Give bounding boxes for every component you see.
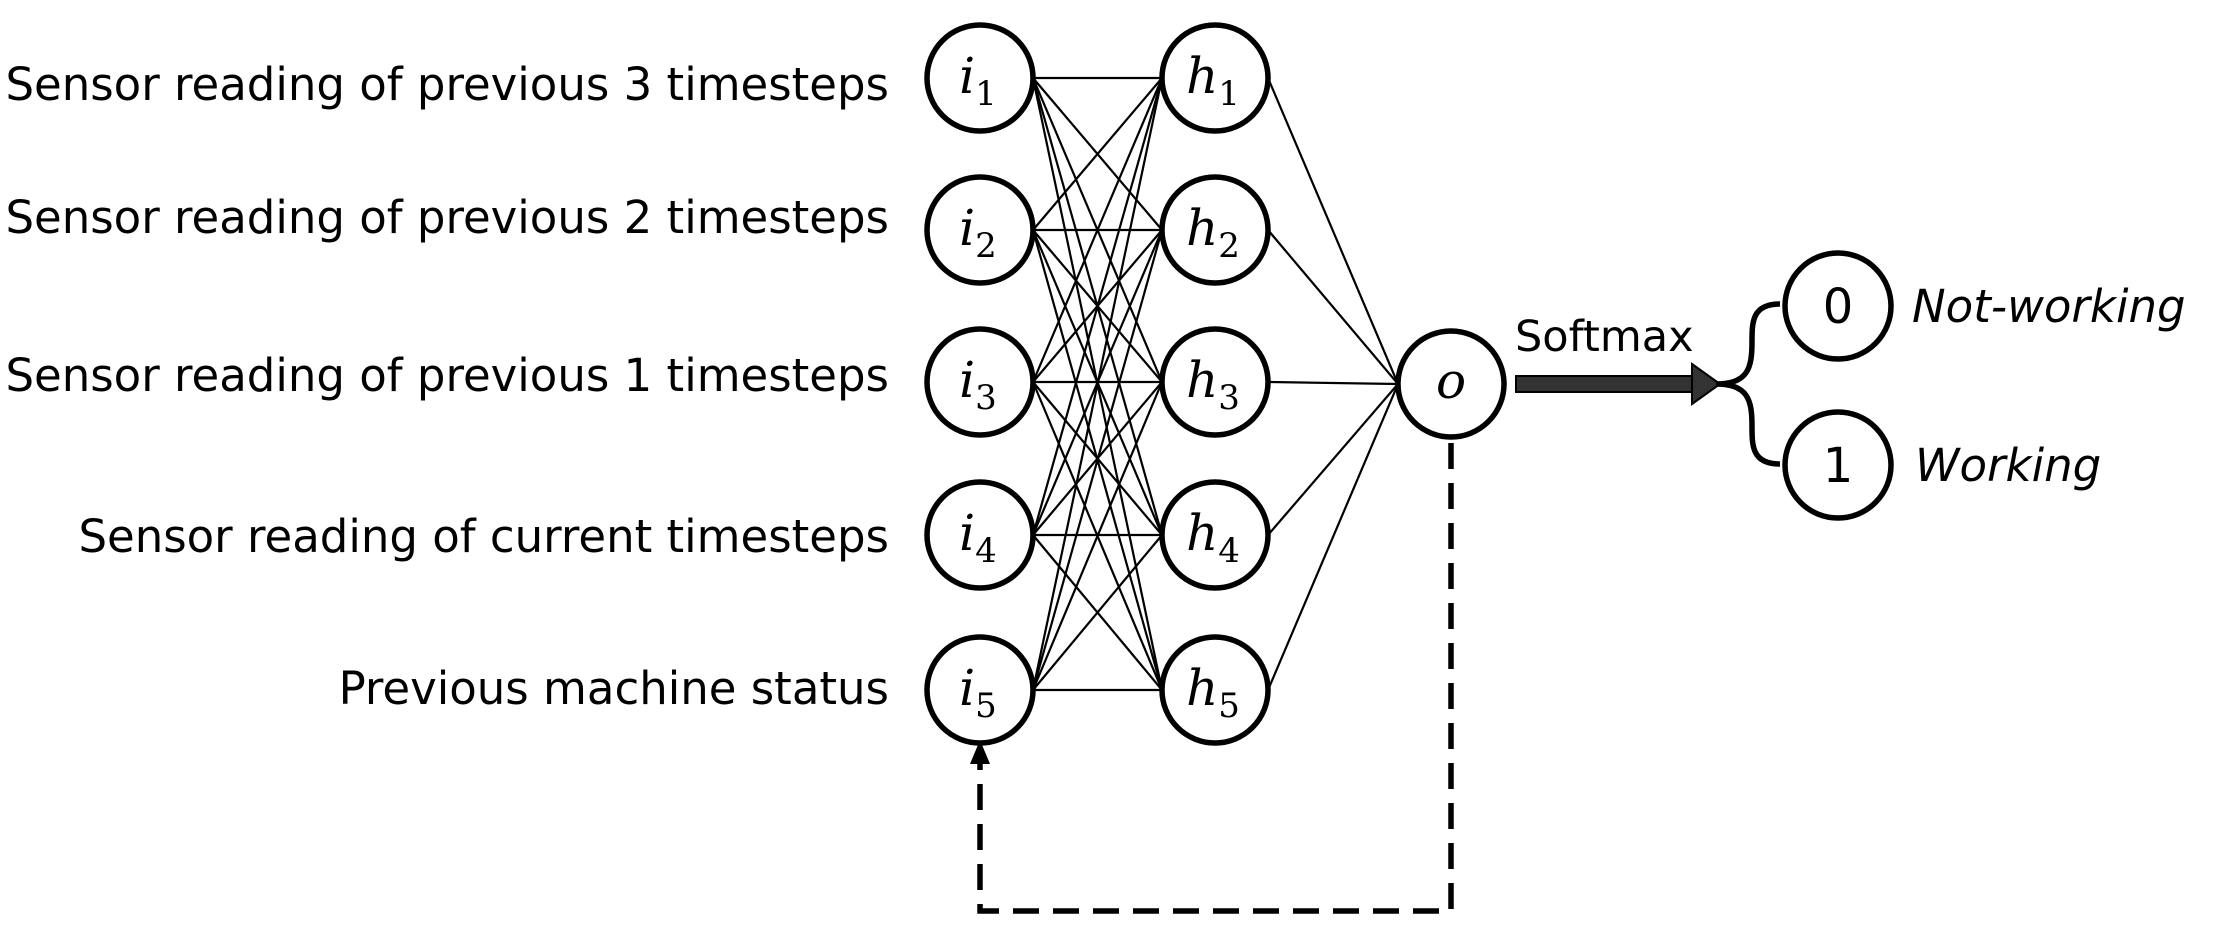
edge-i5-h4 xyxy=(1032,534,1163,691)
svg-text:i4: i4 xyxy=(959,504,997,571)
feedback-arrowhead xyxy=(970,740,990,764)
svg-text:h1: h1 xyxy=(1186,47,1240,114)
hidden-node-3: h3 xyxy=(1159,326,1271,438)
svg-text:o: o xyxy=(1436,352,1466,410)
class-label-1: Working xyxy=(1915,439,2101,492)
softmax-arrowhead xyxy=(1691,362,1722,406)
input-label-1: Sensor reading of previous 3 timesteps xyxy=(5,58,889,111)
input-node-5: i5 xyxy=(924,634,1036,746)
class-node-0: 0 xyxy=(1782,250,1894,362)
input-node-3: i3 xyxy=(924,326,1036,438)
svg-text:h5: h5 xyxy=(1186,659,1240,726)
svg-text:i2: i2 xyxy=(959,199,997,266)
hidden-node-1: h1 xyxy=(1159,22,1271,134)
svg-text:i5: i5 xyxy=(959,659,997,726)
edge-i3-h1 xyxy=(1031,77,1164,383)
edge-i5-h1 xyxy=(1031,77,1164,691)
hidden-output-connections xyxy=(1266,77,1400,691)
edge-i2-h1 xyxy=(1032,77,1163,231)
input-node-2: i2 xyxy=(924,174,1036,286)
input-label-2: Sensor reading of previous 2 timesteps xyxy=(5,191,889,244)
input-node-1: i1 xyxy=(924,22,1036,134)
class-node-1: 1 xyxy=(1782,409,1894,521)
input-label-5: Previous machine status xyxy=(339,662,889,715)
input-node-4: i4 xyxy=(924,479,1036,591)
hidden-node-4: h4 xyxy=(1159,479,1271,591)
svg-text:i3: i3 xyxy=(959,351,997,418)
svg-text:h3: h3 xyxy=(1186,351,1240,418)
class-brace xyxy=(1715,301,1781,467)
output-node: o xyxy=(1395,328,1507,440)
edge-h2-o xyxy=(1267,229,1399,385)
class-label-0: Not-working xyxy=(1912,280,2186,333)
edge-h5-o xyxy=(1266,383,1400,691)
softmax-arrow-shaft xyxy=(1515,375,1697,393)
feedback-loop xyxy=(977,443,1454,914)
hidden-node-5: h5 xyxy=(1159,634,1271,746)
softmax-label: Softmax xyxy=(1515,312,1694,362)
input-label-4: Sensor reading of current timesteps xyxy=(78,510,889,563)
input-label-3: Sensor reading of previous 1 timesteps xyxy=(5,349,889,402)
edge-i5-h3 xyxy=(1031,381,1164,691)
svg-text:h2: h2 xyxy=(1186,199,1240,266)
edge-h1-o xyxy=(1266,77,1400,385)
svg-text:h4: h4 xyxy=(1186,504,1240,571)
svg-text:1: 1 xyxy=(1823,438,1854,494)
edge-h3-o xyxy=(1267,380,1399,386)
hidden-node-2: h2 xyxy=(1159,174,1271,286)
input-hidden-connections xyxy=(1031,76,1164,692)
edge-h4-o xyxy=(1267,383,1399,536)
svg-text:i1: i1 xyxy=(959,47,997,114)
edge-i5-h2 xyxy=(1031,229,1164,691)
svg-text:0: 0 xyxy=(1823,279,1854,335)
edge-i4-h1 xyxy=(1031,77,1164,536)
